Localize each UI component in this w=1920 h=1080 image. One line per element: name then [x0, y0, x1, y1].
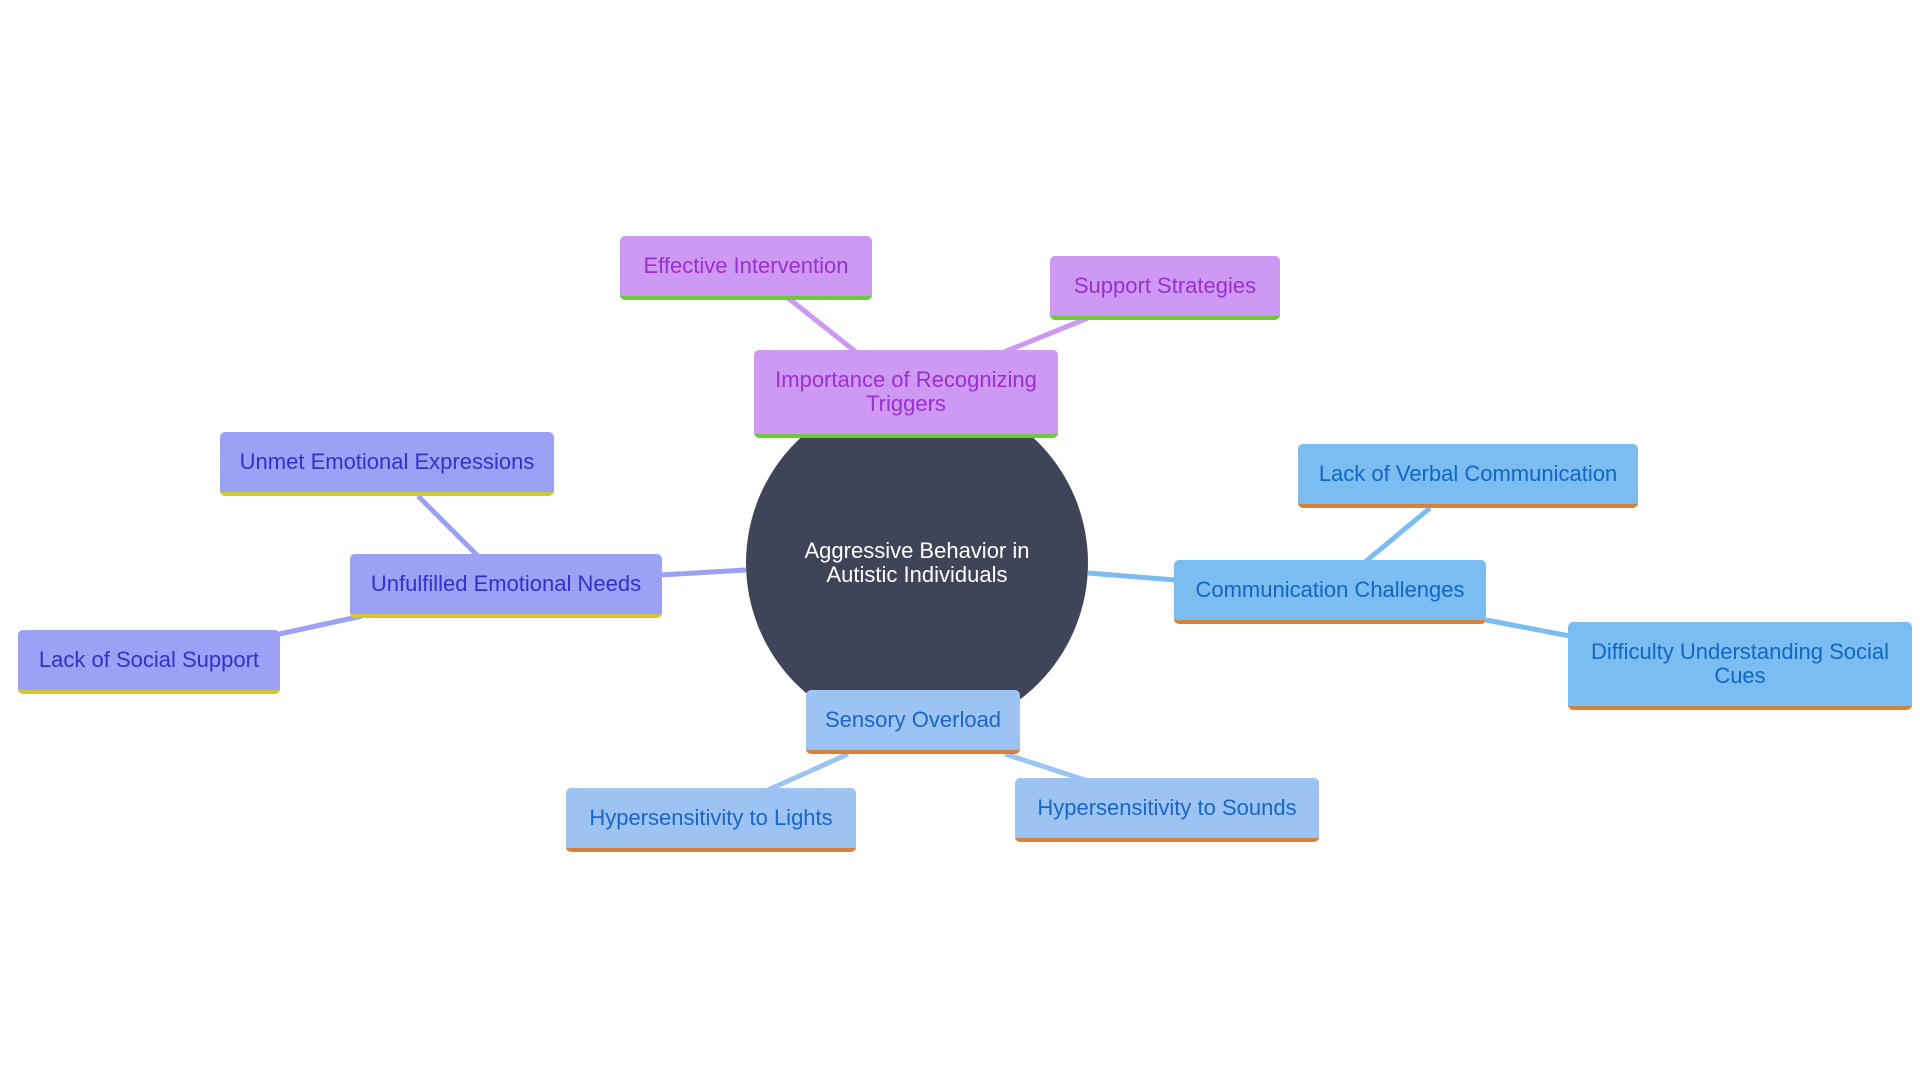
connector-communication-verbal [1363, 506, 1432, 564]
connector-communication-cues [1485, 617, 1571, 639]
leaf-label-hypersensitivity-lights: Hypersensitivity to Lights [589, 805, 833, 830]
connector-sensory-sounds [1004, 751, 1086, 783]
connector-emotional-social [274, 613, 363, 638]
leaf-node-lack-of-social-support[interactable]: Lack of Social Support [18, 630, 280, 694]
branch-label-emotional: Unfulfilled Emotional Needs [370, 571, 642, 596]
connector-triggers-support [1003, 315, 1089, 355]
leaf-node-hypersensitivity-lights[interactable]: Hypersensitivity to Lights [566, 788, 856, 852]
leaf-label-difficulty-understanding-social-cues: Difficulty Understanding Social Cues [1591, 639, 1889, 688]
leaf-node-difficulty-understanding-social-cues[interactable]: Difficulty Understanding Social Cues [1568, 622, 1912, 710]
leaf-label-support-strategies: Support Strategies [1073, 273, 1257, 298]
connector-triggers-effective [786, 296, 858, 354]
leaf-node-unmet-emotional-expressions[interactable]: Unmet Emotional Expressions [220, 432, 554, 496]
leaf-label-lack-of-verbal-communication: Lack of Verbal Communication [1318, 461, 1618, 486]
leaf-node-lack-of-verbal-communication[interactable]: Lack of Verbal Communication [1298, 444, 1638, 508]
branch-node-communication[interactable]: Communication Challenges [1174, 560, 1486, 624]
leaf-label-effective-intervention: Effective Intervention [643, 253, 849, 278]
branch-node-emotional[interactable]: Unfulfilled Emotional Needs [350, 554, 662, 618]
leaf-node-support-strategies[interactable]: Support Strategies [1050, 256, 1280, 320]
branch-label-triggers: Importance of Recognizing Triggers [775, 367, 1037, 416]
central-topic-node[interactable]: Aggressive Behavior in Autistic Individu… [746, 392, 1088, 734]
branch-label-sensory: Sensory Overload [824, 707, 1002, 732]
leaf-node-effective-intervention[interactable]: Effective Intervention [620, 236, 872, 300]
connector-center-emotional [659, 567, 747, 578]
leaf-node-hypersensitivity-sounds[interactable]: Hypersensitivity to Sounds [1015, 778, 1319, 842]
branch-label-communication: Communication Challenges [1195, 577, 1465, 602]
branch-node-triggers[interactable]: Importance of Recognizing Triggers [754, 350, 1058, 438]
leaf-label-lack-of-social-support: Lack of Social Support [38, 647, 260, 672]
leaf-label-unmet-emotional-expressions: Unmet Emotional Expressions [239, 449, 535, 474]
connector-sensory-lights [766, 751, 850, 793]
connector-emotional-unmet [416, 494, 480, 558]
central-topic-label: Aggressive Behavior in Autistic Individu… [804, 538, 1030, 587]
branch-node-sensory[interactable]: Sensory Overload [806, 690, 1020, 754]
connector-center-communication [1087, 570, 1176, 583]
leaf-label-hypersensitivity-sounds: Hypersensitivity to Sounds [1037, 795, 1297, 820]
